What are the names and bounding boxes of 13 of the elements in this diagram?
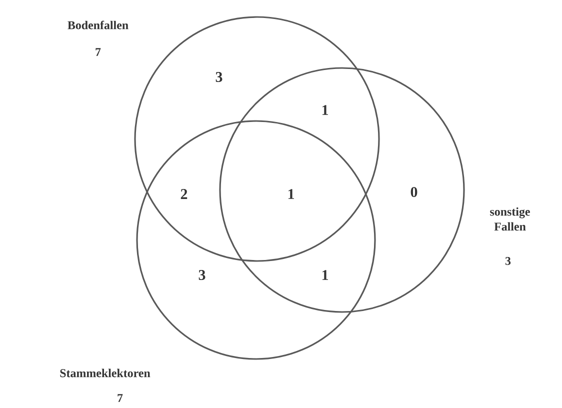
set-label: 3 [505, 256, 511, 265]
set-label: sonstige Fallen [490, 207, 530, 231]
count-label: 1 [322, 270, 328, 280]
set-label: Stammeklektoren [60, 368, 150, 378]
count-label: 2 [180, 189, 188, 199]
count-label: 1 [288, 189, 294, 199]
set-label: 7 [96, 48, 101, 56]
count-label: 3 [198, 270, 206, 280]
count-label: 3 [216, 72, 222, 82]
count-label: 1 [322, 105, 328, 115]
set-label: 7 [118, 394, 123, 402]
set-label: Bodenfallen [68, 20, 128, 30]
count-label: 0 [410, 186, 418, 198]
